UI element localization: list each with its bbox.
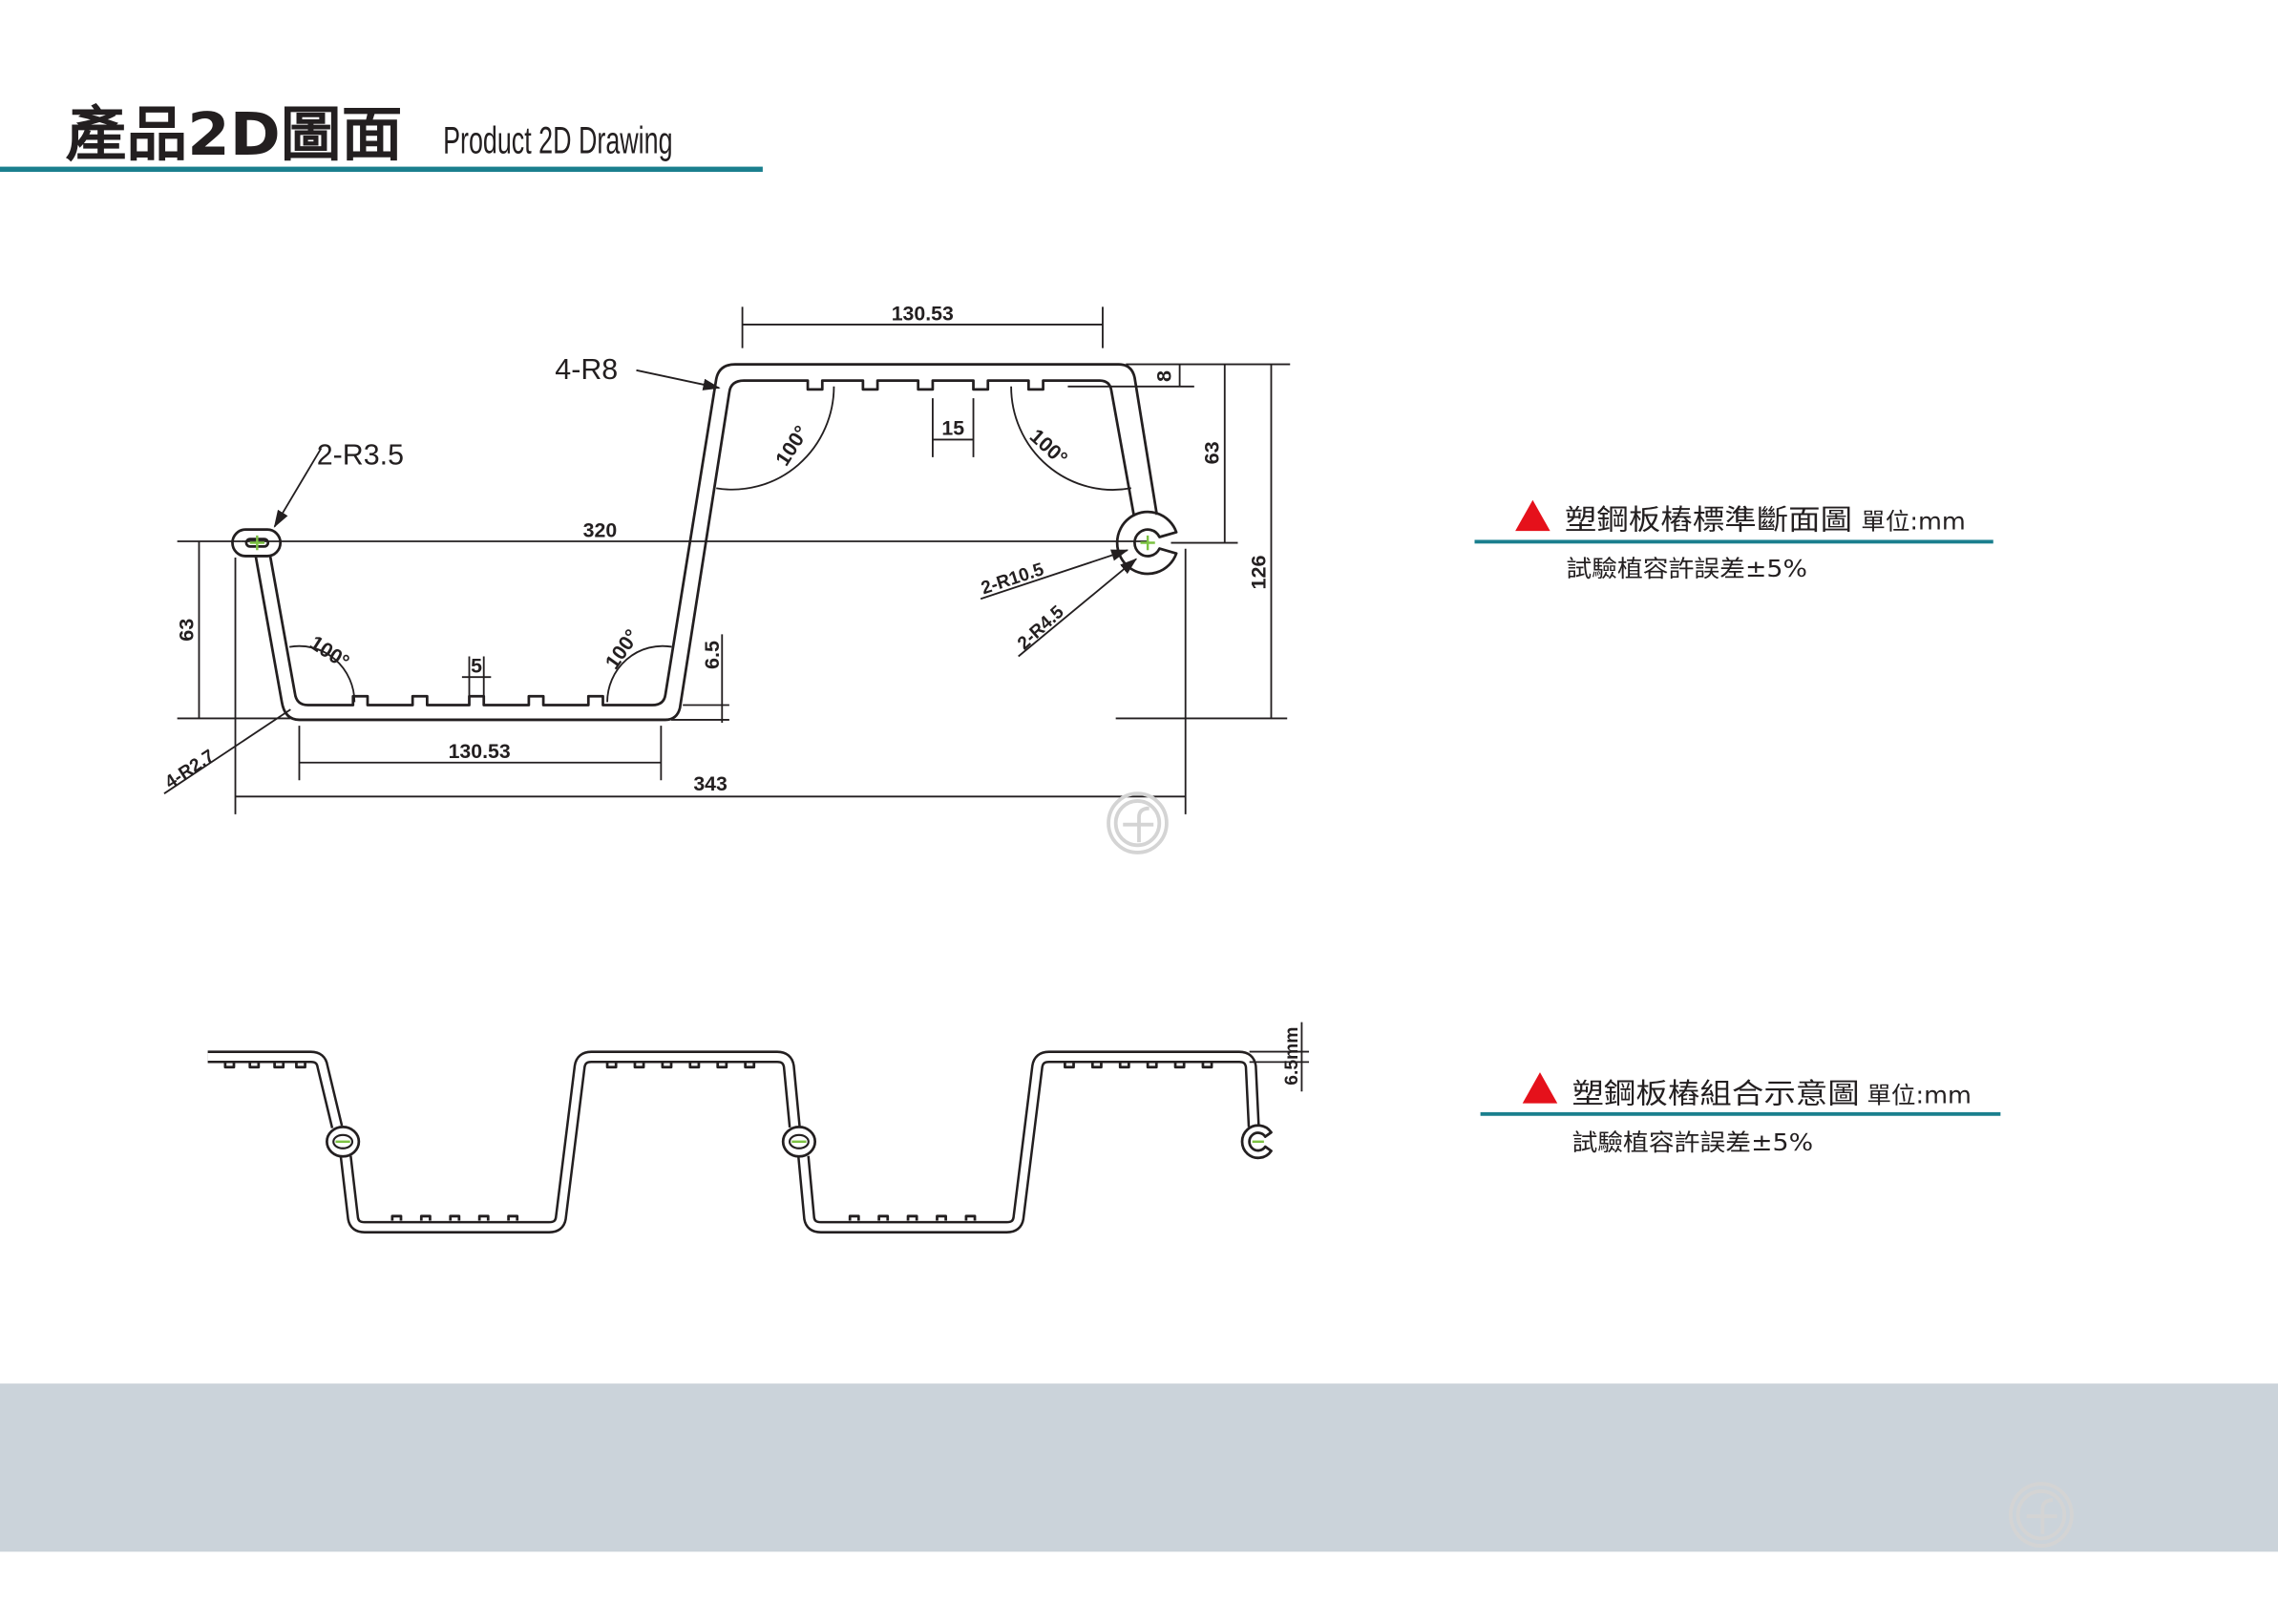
label-lower-height: 63 <box>176 619 199 642</box>
label-top-flange-width: 130.53 <box>892 302 954 325</box>
dimension-tooth-width <box>461 656 492 697</box>
label-combined-thickness: 6.5mm <box>1282 1027 1302 1086</box>
label-angle-top-right: 100° <box>1025 425 1072 471</box>
combined-top-teeth <box>223 1063 1213 1069</box>
dimension-heights-right <box>1115 363 1291 720</box>
dimension-top-flange <box>741 306 1104 348</box>
page-header: 產品2D圖面 Product 2D Drawing <box>0 101 763 172</box>
profile-inner-face <box>268 363 1159 707</box>
angle-arc-top-right <box>1010 386 1131 491</box>
label-interlock-spacing: 320 <box>583 518 618 541</box>
leader-top-corner <box>636 369 721 390</box>
profile-outer-face <box>254 379 1135 722</box>
legend-standard-section: 塑鋼板樁標準斷面圖 單位:mm 試驗植容許誤差±5% <box>1474 499 1993 582</box>
label-total-width: 343 <box>693 772 728 795</box>
interlock-socket-right <box>1115 510 1178 576</box>
label-top-flange-thickness: 8 <box>1153 370 1176 382</box>
combined-profile-outline <box>207 1050 1260 1234</box>
angle-arc-bottom-right <box>606 644 672 703</box>
page-title-chinese: 產品2D圖面 <box>65 101 402 170</box>
dimension-lower-height <box>177 540 291 720</box>
interlock-joint <box>326 1125 361 1158</box>
legend-tolerance-note: 試驗植容許誤差±5% <box>1571 1128 1813 1156</box>
dimension-tooth-spacing <box>932 398 975 457</box>
label-angle-top-left: 100° <box>771 422 813 471</box>
legend-unit: 單位:mm <box>1861 507 1966 535</box>
label-bottom-corner-radius: 4-R2.7 <box>161 746 218 792</box>
label-wall-thickness: 6.5 <box>701 641 724 669</box>
label-upper-height: 63 <box>1201 441 1224 464</box>
dimension-top-thickness <box>1067 364 1194 388</box>
label-socket-outer-radius: 2-R10.5 <box>979 559 1046 599</box>
label-total-height: 126 <box>1248 555 1271 589</box>
label-tooth-spacing: 15 <box>941 417 964 440</box>
center-mark-left <box>249 535 264 551</box>
dimension-wall-thickness <box>671 634 729 724</box>
page-title-english: Product 2D Drawing <box>443 119 672 161</box>
leader-interlock-ball <box>273 448 323 528</box>
red-triangle-icon <box>1515 499 1550 532</box>
dimension-total-width <box>234 548 1187 814</box>
label-angle-bottom-left: 100° <box>306 631 353 674</box>
label-tooth-width: 5 <box>471 654 482 677</box>
interlock-ball-slot <box>244 538 270 548</box>
leader-socket-inner <box>1018 558 1138 658</box>
dimension-bottom-flange <box>298 726 663 781</box>
combined-bottom-teeth <box>390 1214 977 1221</box>
angle-arc-bottom-left <box>288 644 356 703</box>
legend-underline <box>1480 1111 2001 1116</box>
angle-arc-top-left <box>716 386 835 491</box>
label-interlock-ball-radius: 2-R3.5 <box>317 438 404 471</box>
standard-section-drawing: 130.53 4-R8 2-R3.5 8 63 126 15 100° 100°… <box>161 302 1291 814</box>
legend-underline <box>1474 539 1993 544</box>
header-underline <box>0 166 763 172</box>
interlock-ball-left <box>231 528 282 558</box>
legend-tolerance-note: 試驗植容許誤差±5% <box>1566 555 1807 582</box>
footer-band <box>0 1383 2278 1552</box>
center-mark-right <box>1140 535 1155 551</box>
interlock-joint <box>781 1125 817 1158</box>
leader-bottom-corner <box>163 708 291 794</box>
legend-unit: 單位:mm <box>1867 1081 1972 1108</box>
combined-profile-hollow <box>207 1052 1258 1232</box>
label-bottom-flange-width: 130.53 <box>449 740 511 763</box>
legend-title: 塑鋼板樁組合示意圖 <box>1571 1077 1859 1109</box>
label-angle-bottom-right: 100° <box>601 625 643 673</box>
dimension-combined-thickness <box>1249 1022 1310 1092</box>
legend-title: 塑鋼板樁標準斷面圖 <box>1565 503 1852 536</box>
combined-section-drawing: 6.5mm <box>207 1022 1310 1234</box>
leader-socket-outer <box>980 549 1129 601</box>
red-triangle-icon <box>1522 1072 1558 1104</box>
legend-combined-section: 塑鋼板樁組合示意圖 單位:mm 試驗植容許誤差±5% <box>1480 1072 2001 1156</box>
label-socket-inner-radius: 2-R4.5 <box>1014 601 1068 654</box>
company-logo-icon <box>2009 1482 2074 1549</box>
interlock-socket-end <box>1240 1124 1273 1160</box>
label-top-corner-radius: 4-R8 <box>555 353 618 386</box>
company-logo-icon <box>1107 791 1169 854</box>
